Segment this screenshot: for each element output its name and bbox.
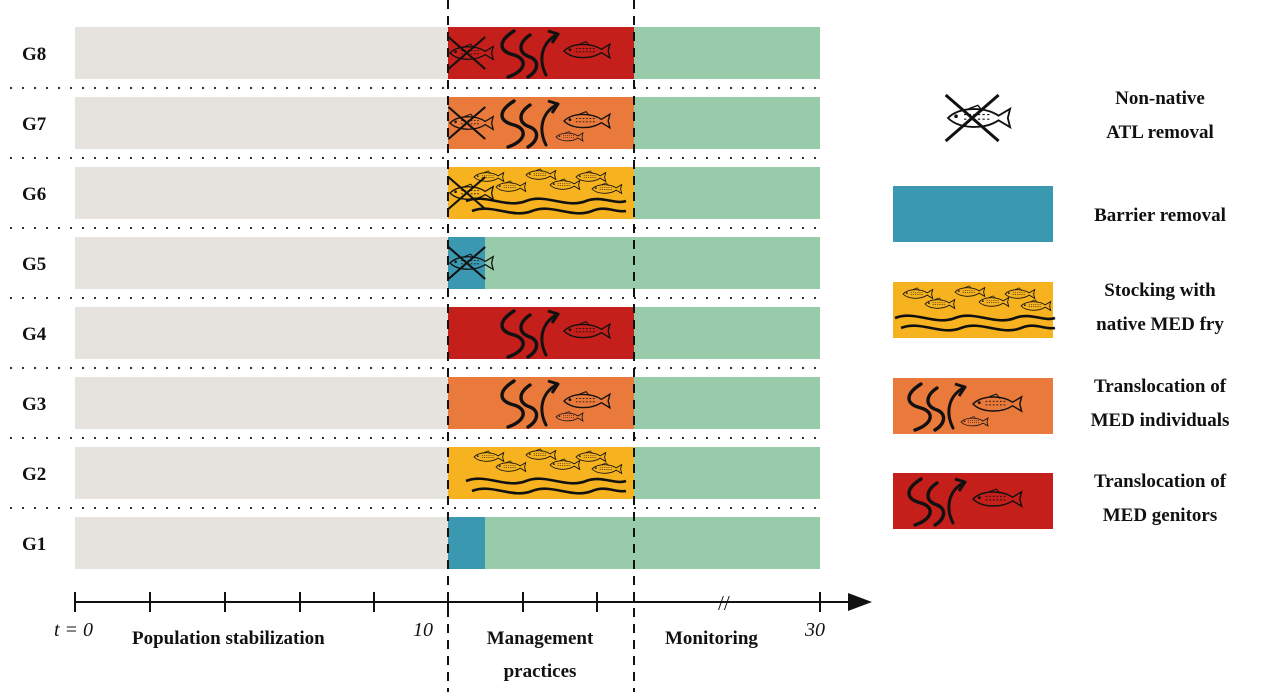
legend-item-individuals: Translocation of MED individuals (893, 376, 1229, 434)
legend-label-line2: MED individuals (1091, 410, 1230, 431)
legend-label-line1: Non-native (1115, 88, 1205, 109)
legend-label-line2: native MED fry (1096, 314, 1224, 335)
monitoring-bar (485, 237, 820, 289)
treatment-row: G2 (22, 447, 820, 499)
monitoring-bar (634, 97, 820, 149)
legend-label-line1: Barrier removal (1094, 205, 1226, 226)
treatment-row: G4 (22, 307, 820, 359)
axis-break-mark: // (718, 591, 730, 615)
monitoring-bar (634, 377, 820, 429)
legend-crossed-fish-icon (946, 95, 1010, 141)
legend-item-barrier: Barrier removal (893, 186, 1226, 242)
legend-label-line1: Translocation of (1094, 471, 1227, 492)
treatment-row: G8 (22, 27, 820, 79)
phase-label-management-2: practices (504, 661, 577, 682)
row-label: G2 (22, 464, 46, 485)
tick-label-t0: t = 0 (54, 619, 93, 641)
phase-label-management-1: Management (487, 628, 594, 649)
tick-label-30: 30 (804, 619, 825, 641)
legend-item-genitors: Translocation of MED genitors (893, 471, 1227, 529)
monitoring-bar (634, 447, 820, 499)
treatment-row: G3 (22, 377, 820, 429)
row-label: G5 (22, 254, 46, 275)
phase-divider-lines (447, 0, 635, 692)
legend-label-line1: Translocation of (1094, 376, 1227, 397)
stabilization-bar (75, 97, 448, 149)
axis-arrowhead (848, 593, 872, 611)
axis-ticks (74, 592, 821, 612)
row-label: G1 (22, 534, 46, 555)
legend-swatch (893, 186, 1053, 242)
row-separators (10, 87, 822, 509)
treatment-row: G5 (22, 237, 820, 289)
tick-label-10: 10 (413, 619, 433, 641)
treatment-row: G7 (22, 97, 820, 149)
monitoring-bar (634, 307, 820, 359)
stabilization-bar (75, 167, 448, 219)
row-label: G3 (22, 394, 46, 415)
stabilization-bar (75, 377, 448, 429)
row-label: G7 (22, 114, 47, 135)
legend-label-line1: Stocking with (1104, 280, 1216, 301)
barrier-removal-bar (448, 517, 485, 569)
stabilization-bar (75, 307, 448, 359)
stabilization-bar (75, 447, 448, 499)
treatment-row: G6 (22, 167, 820, 219)
monitoring-bar (634, 27, 820, 79)
row-label: G6 (22, 184, 46, 205)
legend-label-line2: ATL removal (1106, 122, 1214, 143)
phase-label-monitoring: Monitoring (665, 628, 758, 649)
treatment-row: G1 (22, 517, 820, 569)
legend-label-line2: MED genitors (1103, 505, 1218, 526)
row-label: G8 (22, 44, 46, 65)
stabilization-bar (75, 517, 448, 569)
phase-label-stabilization: Population stabilization (132, 628, 325, 649)
legend-item-stocking: Stocking with native MED fry (893, 280, 1224, 338)
row-label: G4 (22, 324, 47, 345)
stabilization-bar (75, 237, 448, 289)
stabilization-bar (75, 27, 448, 79)
monitoring-bar (634, 167, 820, 219)
monitoring-bar (485, 517, 820, 569)
time-axis: // t = 0 10 30 (54, 591, 872, 641)
